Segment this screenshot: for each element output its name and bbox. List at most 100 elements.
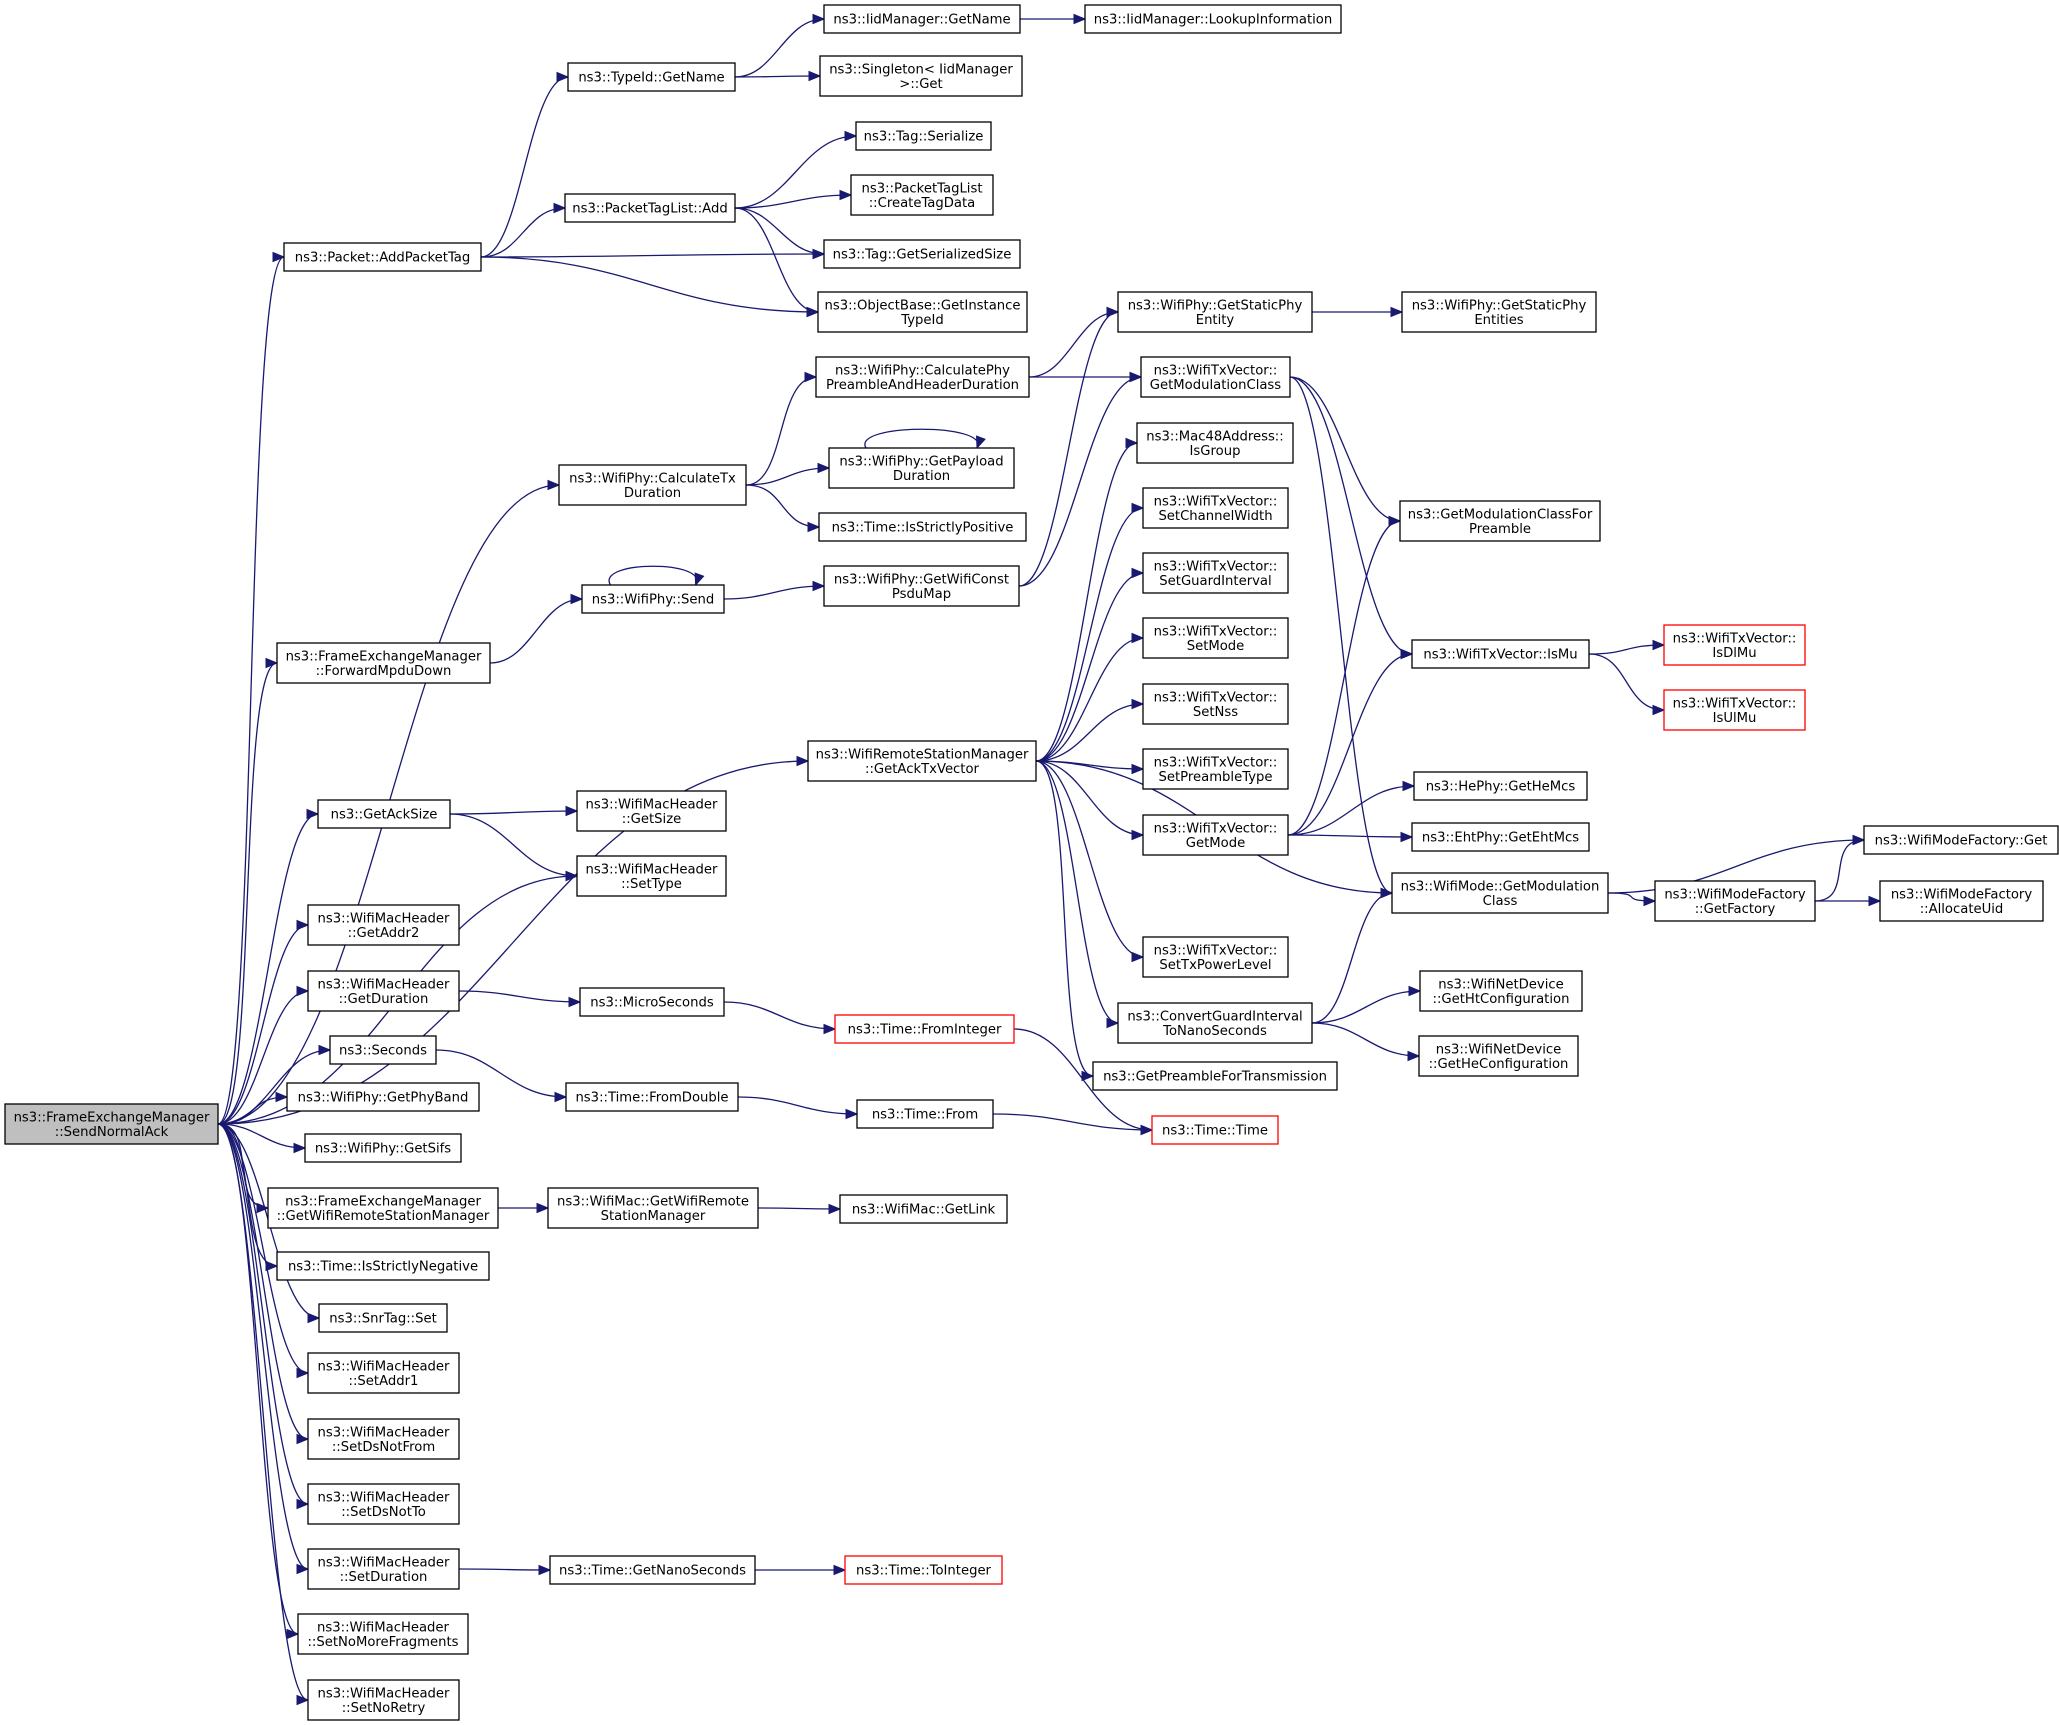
node-microSeconds[interactable]: ns3::MicroSeconds <box>579 987 725 1017</box>
node-snrTagSet[interactable]: ns3::SnrTag::Set <box>318 1303 448 1333</box>
node-calcPhyPreamble[interactable]: ns3::WifiPhy::CalculatePhyPreambleAndHea… <box>815 356 1030 398</box>
node-getHeConfiguration[interactable]: ns3::WifiNetDevice::GetHeConfiguration <box>1418 1035 1579 1077</box>
node-getAckTxVector[interactable]: ns3::WifiRemoteStationManager::GetAckTxV… <box>807 740 1037 782</box>
edge-convertGuardInterval-to-getHtConfiguration-line <box>1311 990 1421 1024</box>
node-timeGetNanoSeconds[interactable]: ns3::Time::GetNanoSeconds <box>549 1555 756 1585</box>
node-macHdrGetDuration[interactable]: ns3::WifiMacHeader::GetDuration <box>307 970 460 1012</box>
edge-calcTxDuration-to-getPayloadDuration-line <box>745 467 830 486</box>
node-getStaticPhyEntities-label-1: Entities <box>1474 313 1523 328</box>
node-ehtPhyGetEhtMcs[interactable]: ns3::EhtPhy::GetEhtMcs <box>1411 822 1590 852</box>
edge-getPayloadDuration-to-getPayloadDuration-line <box>864 428 979 449</box>
node-macHdrSetDuration[interactable]: ns3::WifiMacHeader::SetDuration <box>307 1548 460 1590</box>
node-macHdrSetType-label-0: ns3::WifiMacHeader <box>586 862 719 877</box>
node-txVecGetModClass[interactable]: ns3::WifiTxVector::GetModulationClass <box>1140 356 1291 398</box>
node-getHtConfiguration[interactable]: ns3::WifiNetDevice::GetHtConfiguration <box>1419 970 1583 1012</box>
node-setNss[interactable]: ns3::WifiTxVector::SetNss <box>1142 683 1289 725</box>
node-timeIsStrictlyNegative[interactable]: ns3::Time::IsStrictlyNegative <box>276 1251 490 1281</box>
edge-calcPhyPreamble-to-getStaticPhyEntity <box>1028 306 1120 378</box>
node-getHtConfiguration-box <box>1419 970 1583 1012</box>
node-timeFromDouble[interactable]: ns3::Time::FromDouble <box>565 1082 739 1112</box>
edge-root-to-macHdrSetNoRetry-line <box>217 1123 309 1701</box>
node-seconds[interactable]: ns3::Seconds <box>329 1035 437 1065</box>
edge-wifiPhySend-to-getWifiConstPsduMap-arrowhead <box>812 580 826 592</box>
node-createTagData[interactable]: ns3::PacketTagList::CreateTagData <box>850 174 994 216</box>
node-getWifiRemoteStationManager[interactable]: ns3::FrameExchangeManager::GetWifiRemote… <box>267 1187 499 1229</box>
node-isDlMu[interactable]: ns3::WifiTxVector::IsDlMu <box>1663 624 1806 666</box>
edge-getAckTxVector-to-txVecGetMode-arrowhead <box>1131 829 1145 841</box>
node-macHdrSetType[interactable]: ns3::WifiMacHeader::SetType <box>576 855 727 897</box>
node-singletonGet[interactable]: ns3::Singleton< IidManager>::Get <box>819 55 1023 97</box>
edge-root-to-getAckTxVector-arrowhead <box>796 755 810 767</box>
node-getAckSize[interactable]: ns3::GetAckSize <box>317 799 451 829</box>
node-wifiPhyGetSifs[interactable]: ns3::WifiPhy::GetSifs <box>304 1133 462 1163</box>
node-timeFromInteger[interactable]: ns3::Time::FromInteger <box>834 1014 1015 1044</box>
node-getHeConfiguration-label-1: ::GetHeConfiguration <box>1429 1057 1569 1072</box>
node-calcTxDuration-label-0: ns3::WifiPhy::CalculateTx <box>569 471 736 486</box>
node-timeIsStrictlyPositive[interactable]: ns3::Time::IsStrictlyPositive <box>818 512 1027 542</box>
node-macHdrSetNoMoreFragments[interactable]: ns3::WifiMacHeader::SetNoMoreFragments <box>297 1613 469 1655</box>
edge-getWifiConstPsduMap-to-getStaticPhyEntity <box>1018 306 1120 587</box>
edge-wifiModeFactoryGetFactory-to-wifiModeFactoryGet-line <box>1814 839 1865 902</box>
node-tagGetSerializedSize[interactable]: ns3::Tag::GetSerializedSize <box>823 239 1021 269</box>
node-iidLookup[interactable]: ns3::IidManager::LookupInformation <box>1084 4 1342 34</box>
node-packetTagListAdd[interactable]: ns3::PacketTagList::Add <box>564 193 736 223</box>
node-typeIdGetName[interactable]: ns3::TypeId::GetName <box>567 62 736 92</box>
node-setChannelWidth[interactable]: ns3::WifiTxVector::SetChannelWidth <box>1142 487 1289 529</box>
node-macHdrSetDsNotTo[interactable]: ns3::WifiMacHeader::SetDsNotTo <box>307 1483 460 1525</box>
edge-getAckSize-to-macHdrGetSize-line <box>449 810 578 815</box>
node-isUlMu[interactable]: ns3::WifiTxVector::IsUlMu <box>1663 689 1806 731</box>
edge-root-to-getWifiRemoteStationManager-arrowhead <box>256 1202 270 1214</box>
node-iidGetName[interactable]: ns3::IidManager::GetName <box>823 4 1021 34</box>
node-getHtConfiguration-label-1: ::GetHtConfiguration <box>1433 992 1570 1007</box>
edge-forwardMpduDown-to-wifiPhySend-arrowhead <box>570 593 584 605</box>
node-wifiModeFactoryAllocateUid[interactable]: ns3::WifiModeFactory::AllocateUid <box>1879 880 2044 922</box>
node-root[interactable]: ns3::FrameExchangeManager::SendNormalAck <box>4 1103 219 1145</box>
node-getAckSize-box <box>317 799 451 829</box>
node-macHdrSetDsNotFrom[interactable]: ns3::WifiMacHeader::SetDsNotFrom <box>307 1418 460 1460</box>
node-wifiModeGetModClass[interactable]: ns3::WifiMode::GetModulationClass <box>1391 872 1609 914</box>
node-hePhyGetHeMcs[interactable]: ns3::HePhy::GetHeMcs <box>1413 771 1588 801</box>
node-timeToInteger[interactable]: ns3::Time::ToInteger <box>844 1555 1003 1585</box>
node-setTxPowerLevel[interactable]: ns3::WifiTxVector::SetTxPowerLevel <box>1142 936 1289 978</box>
node-macHdrSetNoRetry[interactable]: ns3::WifiMacHeader::SetNoRetry <box>307 1679 460 1721</box>
node-macHdrSetAddr1[interactable]: ns3::WifiMacHeader::SetAddr1 <box>307 1352 460 1394</box>
node-wifiPhyGetPhyBand[interactable]: ns3::WifiPhy::GetPhyBand <box>286 1082 480 1112</box>
node-tagSerialize[interactable]: ns3::Tag::Serialize <box>855 121 992 151</box>
node-setGuardInterval[interactable]: ns3::WifiTxVector::SetGuardInterval <box>1142 552 1289 594</box>
node-timeFrom[interactable]: ns3::Time::From <box>856 1099 994 1129</box>
edge-microSeconds-to-timeFromInteger-line <box>723 1001 836 1030</box>
node-wifiPhySend[interactable]: ns3::WifiPhy::Send <box>581 584 725 614</box>
edge-root-to-wifiPhyGetSifs <box>217 1123 307 1154</box>
node-txVecGetMode[interactable]: ns3::WifiTxVector::GetMode <box>1142 814 1289 856</box>
node-wifiMacGetWifiRemote[interactable]: ns3::WifiMac::GetWifiRemoteStationManage… <box>547 1187 759 1229</box>
node-macHdrGetSize[interactable]: ns3::WifiMacHeader::GetSize <box>576 790 727 832</box>
node-wifiMacGetLink[interactable]: ns3::WifiMac::GetLink <box>839 1194 1008 1224</box>
node-addPacketTag[interactable]: ns3::Packet::AddPacketTag <box>283 242 482 272</box>
node-timeTime[interactable]: ns3::Time::Time <box>1151 1115 1279 1145</box>
node-typeIdGetName-label-0: ns3::TypeId::GetName <box>578 71 724 86</box>
node-wifiModeFactoryGet[interactable]: ns3::WifiModeFactory::Get <box>1863 825 2059 855</box>
node-setMode[interactable]: ns3::WifiTxVector::SetMode <box>1142 617 1289 659</box>
node-mac48IsGroup[interactable]: ns3::Mac48Address::IsGroup <box>1136 422 1294 464</box>
node-macHdrGetAddr2[interactable]: ns3::WifiMacHeader::GetAddr2 <box>307 904 460 946</box>
node-isMu[interactable]: ns3::WifiTxVector::IsMu <box>1411 639 1590 669</box>
node-wifiPhyGetSifs-label-0: ns3::WifiPhy::GetSifs <box>315 1142 451 1157</box>
edge-addPacketTag-to-packetTagListAdd-line <box>480 207 566 258</box>
edge-wifiPhySend-to-wifiPhySend <box>608 565 705 587</box>
node-macHdrGetDuration-label-1: ::GetDuration <box>339 992 429 1007</box>
node-wifiModeFactoryGet-label-0: ns3::WifiModeFactory::Get <box>1875 834 2048 849</box>
node-getPreambleForTransmission[interactable]: ns3::GetPreambleForTransmission <box>1092 1061 1338 1091</box>
node-timeFromDouble-label-0: ns3::Time::FromDouble <box>575 1091 728 1106</box>
node-forwardMpduDown[interactable]: ns3::FrameExchangeManager::ForwardMpduDo… <box>276 642 491 684</box>
node-setPreambleType[interactable]: ns3::WifiTxVector::SetPreambleType <box>1142 748 1289 790</box>
node-wifiModeFactoryGetFactory[interactable]: ns3::WifiModeFactory::GetFactory <box>1654 880 1816 922</box>
node-getAckSize-label-0: ns3::GetAckSize <box>331 808 438 823</box>
